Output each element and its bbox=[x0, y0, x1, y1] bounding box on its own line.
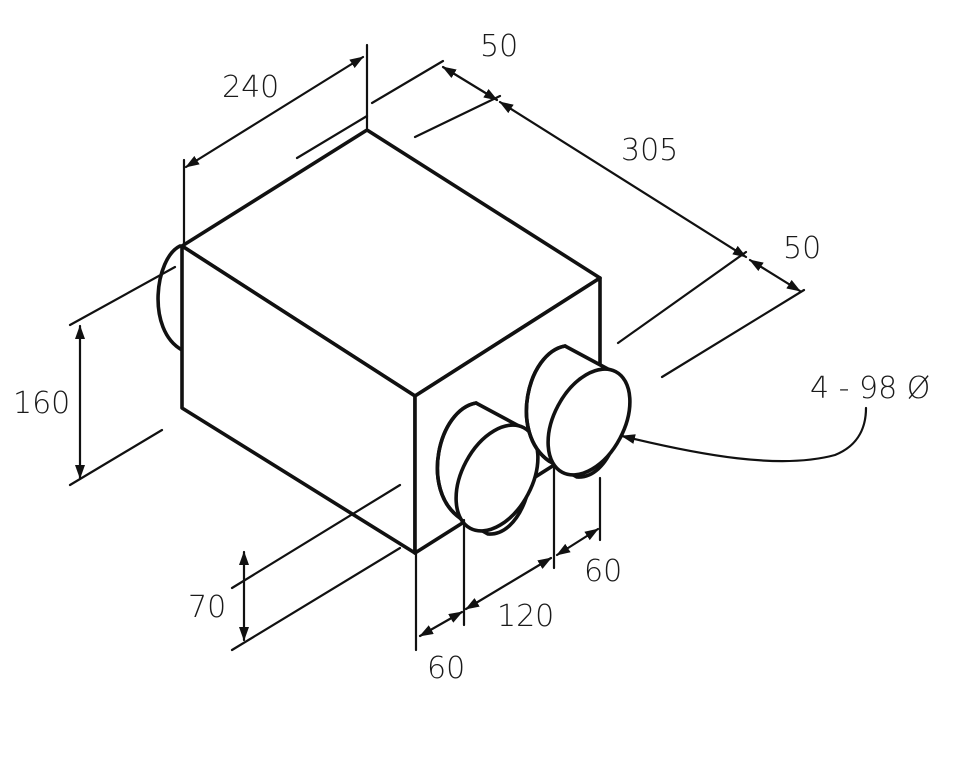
dim-height-label: 160 bbox=[13, 386, 70, 421]
rear-spigot bbox=[156, 244, 184, 352]
dim-offset-top-left-label: 50 bbox=[480, 29, 518, 64]
spigot-left bbox=[435, 401, 540, 536]
spigot-right bbox=[524, 344, 632, 479]
dim-depth: 50 305 50 bbox=[370, 29, 821, 379]
dim-width-label: 240 bbox=[222, 70, 279, 105]
dim-spigot-edge-right-label: 60 bbox=[584, 554, 622, 589]
dim-base-offset: 70 bbox=[188, 483, 402, 652]
dim-spigot-edge-left-label: 60 bbox=[427, 651, 465, 686]
dim-width: 240 bbox=[182, 43, 369, 248]
spigot-callout: 4 - 98 Ø bbox=[620, 371, 930, 463]
plenum-box bbox=[180, 128, 602, 555]
dim-depth-label: 305 bbox=[621, 133, 678, 168]
dim-spigot-spacing-label: 120 bbox=[497, 599, 554, 634]
spigot-spec-label: 4 - 98 Ø bbox=[810, 371, 930, 406]
dim-height: 160 bbox=[13, 265, 177, 487]
dim-spigot-spacing: 60 120 60 bbox=[414, 463, 622, 686]
dim-offset-top-right-label: 50 bbox=[783, 231, 821, 266]
dim-base-offset-label: 70 bbox=[188, 590, 226, 625]
